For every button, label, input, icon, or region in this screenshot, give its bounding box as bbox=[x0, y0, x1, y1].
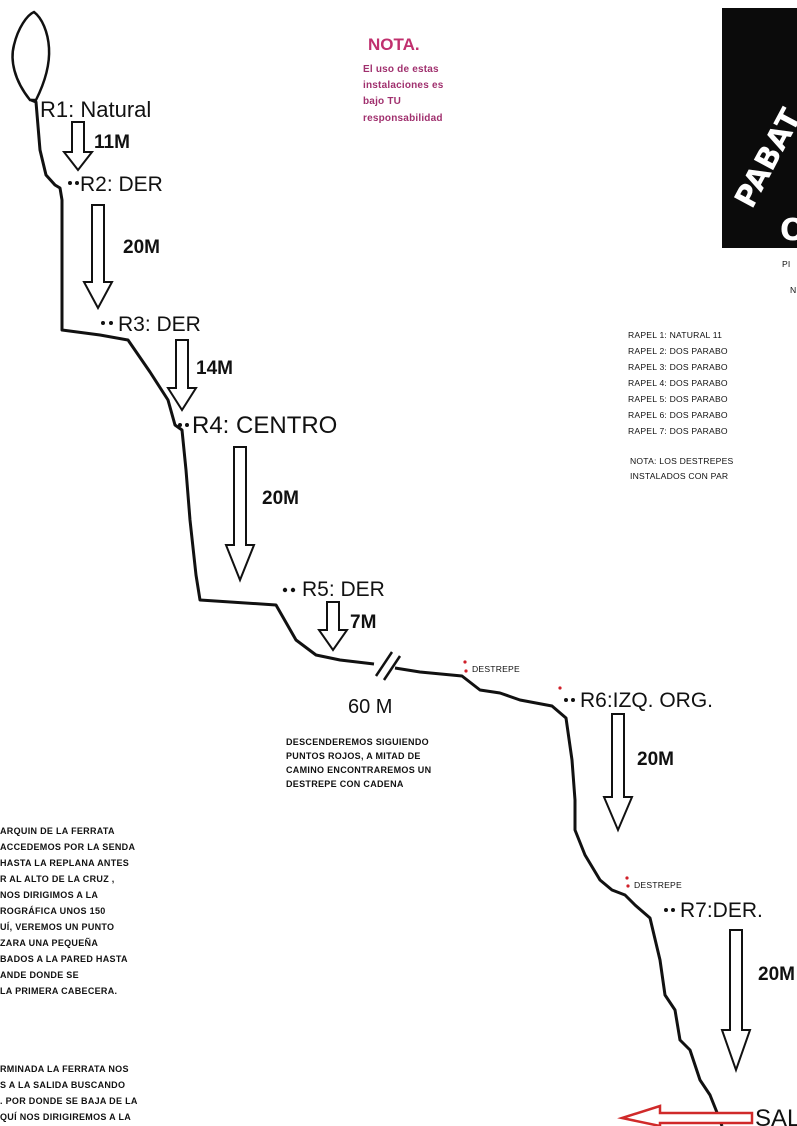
svg-text:ACCEDEMOS POR LA SENDA: ACCEDEMOS POR LA SENDA bbox=[0, 842, 135, 852]
route-line bbox=[30, 98, 724, 1126]
svg-text:NOS DIRIGIMOS A LA: NOS DIRIGIMOS A LA bbox=[0, 890, 98, 900]
access-text: ARQUIN DE LA FERRATA ACCEDEMOS POR LA SE… bbox=[0, 826, 135, 996]
svg-text:HASTA LA REPLANA ANTES: HASTA LA REPLANA ANTES bbox=[0, 858, 129, 868]
distance-label: 20M bbox=[262, 488, 299, 509]
station-label-r4: R4: CENTRO bbox=[192, 412, 337, 439]
svg-text:CAMINO ENCONTRAREMOS UN: CAMINO ENCONTRAREMOS UN bbox=[286, 765, 431, 775]
distance-label: 14M bbox=[196, 358, 233, 379]
svg-text:O: O bbox=[780, 213, 797, 248]
svg-text:DESCENDEREMOS SIGUIENDO: DESCENDEREMOS SIGUIENDO bbox=[286, 737, 429, 747]
distance-label: 11M bbox=[94, 132, 130, 153]
station-label-r1: R1: Natural bbox=[40, 97, 151, 122]
svg-text:RAPEL 7: DOS PARABO: RAPEL 7: DOS PARABO bbox=[628, 426, 728, 436]
distance-label: 60 M bbox=[348, 696, 392, 718]
under-logo-text: PI bbox=[782, 259, 791, 269]
distance-label: 20M bbox=[758, 964, 795, 985]
svg-text:El uso de estas: El uso de estas bbox=[363, 64, 439, 75]
svg-text:S A LA SALIDA BUSCANDO: S A LA SALIDA BUSCANDO bbox=[0, 1080, 125, 1090]
svg-text:RAPEL 5: DOS PARABO: RAPEL 5: DOS PARABO bbox=[628, 394, 728, 404]
svg-text:RAPEL 2: DOS PARABO: RAPEL 2: DOS PARABO bbox=[628, 346, 728, 356]
svg-text:ROGRÁFICA UNOS 150: ROGRÁFICA UNOS 150 bbox=[0, 906, 106, 916]
destrepe-label: DESTREPE bbox=[472, 664, 520, 674]
tree-icon bbox=[11, 10, 51, 102]
station-label-r7: R7:DER. bbox=[680, 899, 763, 922]
under-logo-text: N bbox=[790, 285, 796, 295]
svg-text:responsabilidad: responsabilidad bbox=[363, 113, 443, 124]
svg-text:. POR DONDE SE BAJA DE LA: . POR DONDE SE BAJA DE LA bbox=[0, 1096, 138, 1106]
logo: PABAT O bbox=[722, 8, 797, 248]
svg-text:RMINADA LA FERRATA NOS: RMINADA LA FERRATA NOS bbox=[0, 1064, 129, 1074]
rapel-list: RAPEL 1: NATURAL 11 RAPEL 2: DOS PARABO … bbox=[628, 330, 734, 481]
svg-text:UÍ, VEREMOS UN PUNTO: UÍ, VEREMOS UN PUNTO bbox=[0, 922, 114, 932]
exit-arrow-icon bbox=[617, 1104, 754, 1126]
svg-text:LA PRIMERA CABECERA.: LA PRIMERA CABECERA. bbox=[0, 986, 117, 996]
destrepe-red-dots bbox=[463, 660, 630, 888]
station-label-r6: R6:IZQ. ORG. bbox=[580, 689, 713, 712]
break-mark bbox=[374, 651, 394, 677]
station-label-r2: R2: DER bbox=[80, 173, 163, 196]
station-label-r3: R3: DER bbox=[118, 313, 201, 336]
nota-block: NOTA. El uso de estas instalaciones es b… bbox=[363, 35, 444, 124]
svg-text:QUÍ NOS DIRIGIREMOS A LA: QUÍ NOS DIRIGIREMOS A LA bbox=[0, 1112, 131, 1122]
station-label-r5: R5: DER bbox=[302, 578, 385, 601]
svg-text:NOTA.: NOTA. bbox=[368, 35, 420, 54]
svg-text:NOTA: LOS DESTREPES: NOTA: LOS DESTREPES bbox=[630, 456, 734, 466]
svg-text:INSTALADOS CON PAR: INSTALADOS CON PAR bbox=[630, 471, 728, 481]
svg-text:ANDE DONDE SE: ANDE DONDE SE bbox=[0, 970, 79, 980]
svg-text:RAPEL 6: DOS PARABO: RAPEL 6: DOS PARABO bbox=[628, 410, 728, 420]
svg-text:RAPEL 4: DOS PARABO: RAPEL 4: DOS PARABO bbox=[628, 378, 728, 388]
descent-note: DESCENDEREMOS SIGUIENDO PUNTOS ROJOS, A … bbox=[286, 737, 431, 789]
distance-label: 20M bbox=[123, 237, 160, 258]
exit-text: RMINADA LA FERRATA NOS S A LA SALIDA BUS… bbox=[0, 1064, 138, 1122]
svg-text:ZARA UNA PEQUEÑA: ZARA UNA PEQUEÑA bbox=[0, 938, 98, 948]
svg-text:DESTREPE CON CADENA: DESTREPE CON CADENA bbox=[286, 779, 404, 789]
svg-text:R AL ALTO DE LA CRUZ ,: R AL ALTO DE LA CRUZ , bbox=[0, 874, 115, 884]
distance-label: 20M bbox=[637, 749, 674, 770]
svg-text:bajo TU: bajo TU bbox=[363, 96, 401, 107]
salida-label: SAL bbox=[755, 1105, 797, 1126]
svg-text:ARQUIN DE LA FERRATA: ARQUIN DE LA FERRATA bbox=[0, 826, 115, 836]
anchor-dots bbox=[68, 181, 675, 912]
svg-text:BADOS A LA PARED HASTA: BADOS A LA PARED HASTA bbox=[0, 954, 128, 964]
distance-label: 7M bbox=[350, 612, 376, 633]
destrepe-label: DESTREPE bbox=[634, 880, 682, 890]
svg-text:RAPEL 3: DOS PARABO: RAPEL 3: DOS PARABO bbox=[628, 362, 728, 372]
svg-text:PUNTOS ROJOS, A MITAD DE: PUNTOS ROJOS, A MITAD DE bbox=[286, 751, 421, 761]
break-mark bbox=[382, 655, 402, 681]
down-arrow-icons bbox=[61, 121, 752, 1074]
svg-text:RAPEL 1: NATURAL 11: RAPEL 1: NATURAL 11 bbox=[628, 330, 722, 340]
svg-text:instalaciones es: instalaciones es bbox=[363, 80, 444, 91]
